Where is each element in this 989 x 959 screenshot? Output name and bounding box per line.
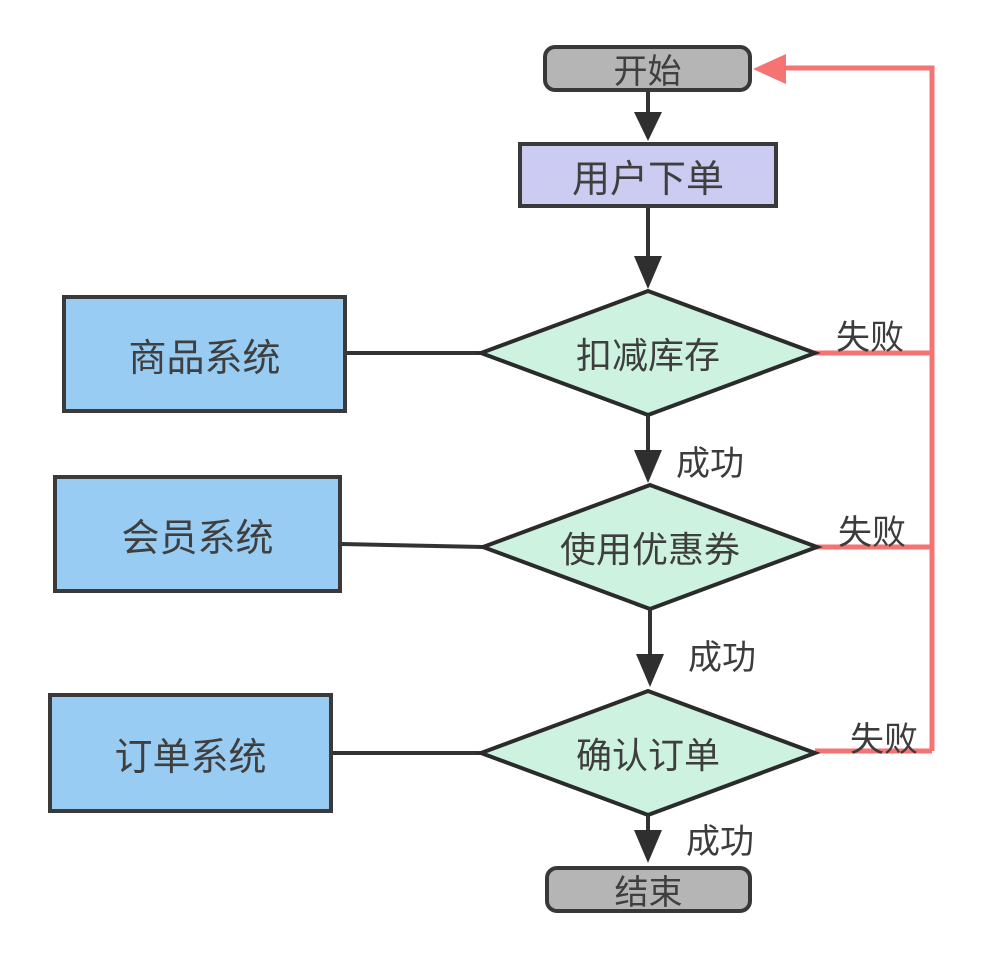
fail-return-line — [783, 65, 935, 751]
order-system-node: 订单系统 — [48, 693, 333, 813]
arrowhead-use-coupon-to-confirm-order — [636, 654, 664, 687]
start-node-label: 开始 — [613, 53, 682, 91]
arrowhead-deduct-inventory-to-use-coupon — [634, 450, 662, 483]
place-order-node-label: 用户下单 — [571, 158, 724, 201]
success-label-1: 成功 — [676, 445, 744, 483]
fail-label-3: 失败 — [850, 721, 918, 759]
deduct-inventory-label: 扣减库存 — [575, 335, 720, 376]
member-system-node: 会员系统 — [53, 475, 342, 593]
end-node: 结束 — [545, 866, 752, 913]
arrowhead-confirm-order-to-end — [634, 830, 662, 863]
product-system-node: 商品系统 — [62, 295, 347, 413]
success-label-2: 成功 — [688, 639, 756, 677]
fail-label-2: 失败 — [838, 514, 906, 552]
arrowhead-start-to-place-order — [634, 112, 662, 141]
product-system-node-label: 商品系统 — [128, 337, 281, 380]
arrowhead-place-order-to-deduct-inventory — [634, 256, 662, 289]
success-label-3: 成功 — [686, 823, 754, 861]
end-node-label: 结束 — [614, 874, 683, 912]
connector-member-system-to-use-coupon — [341, 542, 484, 549]
place-order-node: 用户下单 — [518, 142, 778, 208]
confirm-order-label: 确认订单 — [575, 735, 720, 776]
use-coupon-label: 使用优惠券 — [559, 529, 740, 570]
fail-label-1: 失败 — [836, 319, 904, 357]
order-system-node-label: 订单系统 — [114, 736, 267, 779]
start-node: 开始 — [543, 45, 752, 92]
fail-arrowhead-into-start — [753, 54, 786, 84]
member-system-node-label: 会员系统 — [121, 517, 274, 560]
